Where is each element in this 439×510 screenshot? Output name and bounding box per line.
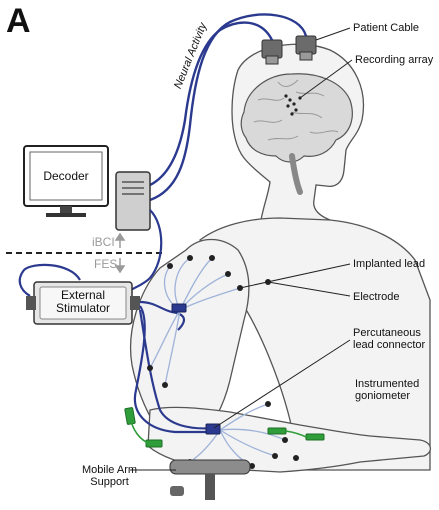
recording-array-label: Recording array [355, 54, 433, 66]
panel-label: A [6, 2, 31, 41]
patient-cable-label: Patient Cable [353, 22, 419, 34]
mobile-arm-line2: Support [82, 476, 137, 488]
decoder-label: Decoder [30, 170, 102, 183]
ibci-label: iBCI [92, 236, 115, 248]
implanted-lead-label: Implanted lead [353, 258, 425, 270]
goniometer-line1: Instrumented [355, 378, 419, 390]
goniometer-label: Instrumented goniometer [355, 378, 419, 402]
electrode-label: Electrode [353, 291, 399, 303]
computer-tower [116, 172, 150, 230]
percutaneous-connector-label: Percutaneous lead connector [353, 327, 425, 351]
percutaneous-line1: Percutaneous [353, 327, 425, 339]
mobile-arm-support [170, 460, 250, 500]
external-stimulator-line2: Stimulator [40, 302, 126, 315]
mobile-arm-support-label: Mobile Arm Support [82, 464, 137, 488]
mobile-arm-line1: Mobile Arm [82, 464, 137, 476]
external-stimulator-label: External Stimulator [40, 289, 126, 315]
goniometer-line2: goniometer [355, 390, 419, 402]
fes-label: FES [94, 258, 117, 270]
percutaneous-line2: lead connector [353, 339, 425, 351]
